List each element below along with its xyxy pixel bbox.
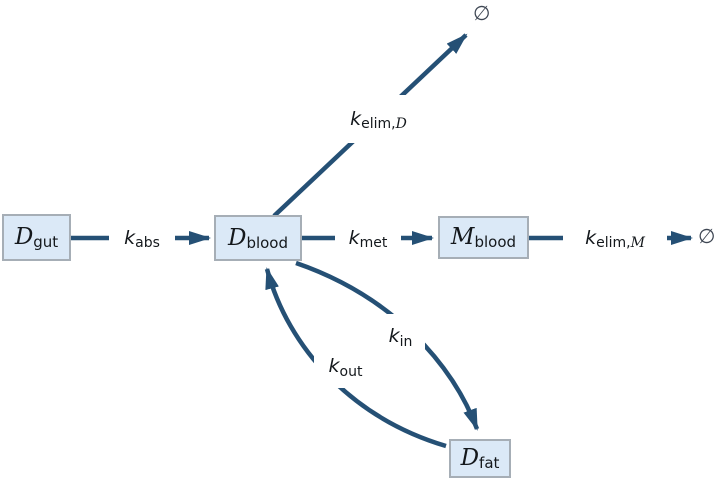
- script-m-glyph: M: [630, 235, 645, 251]
- script-m-glyph: M: [450, 224, 475, 250]
- node-subscript: gut: [33, 233, 59, 251]
- rate-subscript: in: [399, 333, 413, 350]
- rate-subscript: elim,: [596, 235, 631, 251]
- rate-base: k: [328, 355, 340, 377]
- empty-set-icon-right: ∅: [698, 224, 716, 248]
- script-d-glyph: D: [14, 224, 34, 250]
- rate-subscript: abs: [135, 235, 160, 251]
- rate-base: k: [348, 226, 360, 249]
- rate-base: k: [350, 107, 362, 130]
- rate-subscript: met: [359, 235, 388, 251]
- empty-set-icon-top: ∅: [473, 1, 491, 25]
- rate-base: k: [585, 226, 597, 249]
- rate-subscript: elim,: [361, 116, 396, 132]
- node-subscript: blood: [474, 233, 517, 251]
- rate-base: k: [388, 325, 400, 347]
- script-d-glyph: D: [395, 116, 407, 132]
- rate-base: k: [124, 226, 136, 249]
- script-d-glyph: D: [227, 224, 247, 251]
- node-subscript: fat: [479, 454, 500, 472]
- rate-subscript: out: [339, 363, 363, 380]
- script-d-glyph: D: [460, 445, 480, 471]
- node-subscript: blood: [246, 233, 289, 252]
